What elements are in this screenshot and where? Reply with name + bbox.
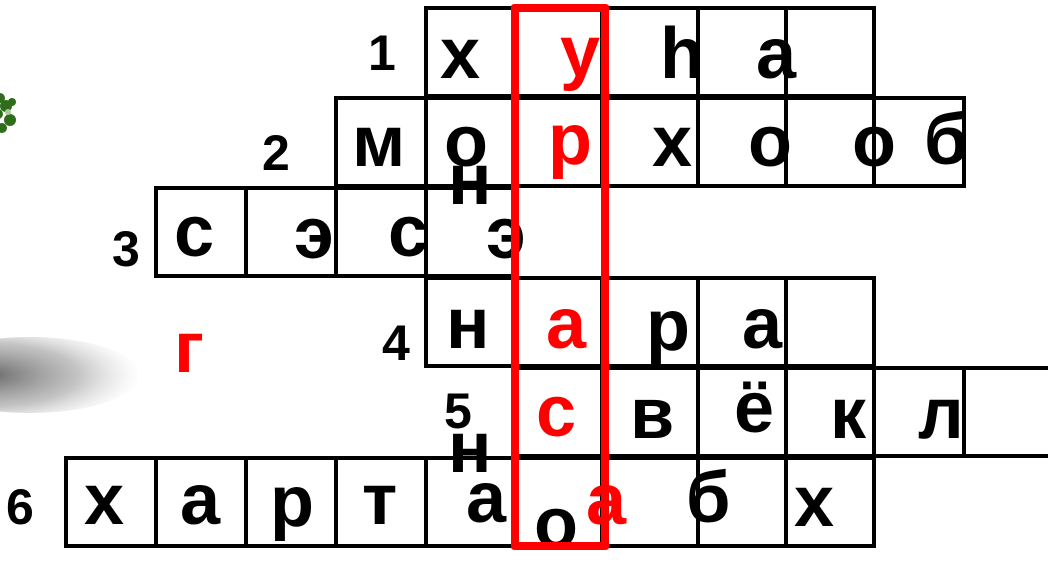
clue-number-2: 2	[262, 128, 290, 178]
letter-r2-1: м	[352, 106, 405, 178]
letter-r6-3: р	[270, 466, 314, 538]
letter-r6-4: т	[362, 464, 397, 536]
letter-r1-1: х	[440, 18, 480, 90]
extra-letter-g: г	[174, 312, 204, 384]
letter-r3-2: э	[294, 198, 334, 270]
letter-r6-2: а	[180, 464, 220, 536]
keyword-column-highlight	[511, 4, 609, 550]
shadow-blob	[0, 330, 140, 420]
letter-r3-3: с	[388, 196, 428, 268]
clue-number-1: 1	[368, 28, 396, 78]
letter-r6-1: х	[84, 464, 124, 536]
letter-r2-6: о	[852, 106, 896, 178]
letter-r2-7: б	[924, 104, 968, 176]
letter-r4-3: р	[646, 290, 690, 362]
letter-r2-4: х	[652, 106, 692, 178]
letter-r1-3: һ	[660, 18, 704, 90]
letter-r5-4: к	[830, 378, 866, 450]
letter-r5-3: ё	[734, 372, 774, 444]
letter-r2-5: о	[748, 106, 792, 178]
cell-r5-c6	[962, 366, 1048, 458]
clue-number-3: 3	[112, 224, 140, 274]
clue-number-4: 4	[382, 318, 410, 368]
letter-r4-4: а	[742, 288, 782, 360]
letter-r5-2: в	[630, 378, 674, 450]
letter-r4-1: н	[446, 288, 490, 360]
letter-r6-7: б	[686, 462, 730, 534]
tree-icon	[0, 80, 30, 150]
letter-r1-4: а	[756, 18, 796, 90]
letter-r6-5: а	[466, 462, 506, 534]
clue-number-6: 6	[6, 482, 34, 532]
cell-r4-c5	[784, 276, 876, 368]
letter-r6-8: х	[794, 466, 834, 538]
letter-r5-5: л	[918, 378, 964, 450]
cell-r1-c5	[784, 6, 876, 98]
letter-r3-1: с	[174, 196, 214, 268]
